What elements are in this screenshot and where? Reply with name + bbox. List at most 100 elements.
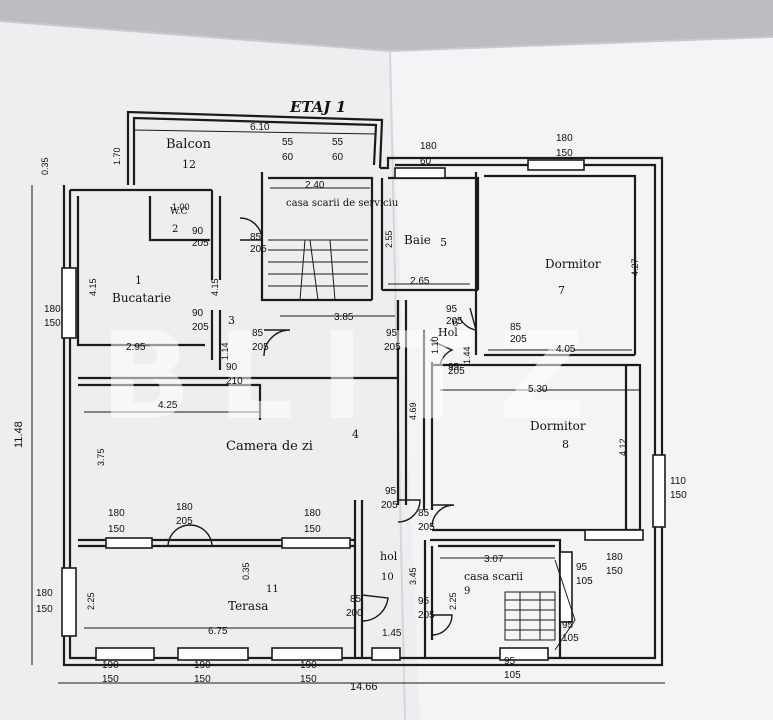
dimension-label: 205 [384,342,401,353]
dimension-label: 205 [446,316,463,327]
dimension-label: 205 [176,516,193,527]
room-number-bucatarie: 1 [135,274,142,287]
room-name-dormitor8: Dormitor [530,419,586,433]
dimension-label: 150 [670,490,687,501]
dimension-label: 55 [332,137,344,148]
room-number-casa-scarii: 9 [464,586,470,597]
dimension-label: 210 [226,376,243,387]
room-name-dormitor7: Dormitor [545,257,601,271]
dimension-label: 205 [252,342,269,353]
dimension-label: 150 [194,674,211,685]
dimension-label: 205 [418,522,435,533]
dimension-label: 180 [44,304,61,315]
dimension-label: 85 [418,508,430,519]
dimension-label: 2.25 [86,592,96,610]
dimension-label: 205 [510,334,527,345]
windows [61,159,666,661]
dimension-label: 95 [562,620,574,631]
dimension-label: 6.75 [208,626,228,637]
dimension-label: 11.48 [13,421,25,448]
dimension-label: 5.30 [528,384,548,395]
dimension-label: 85 [510,322,522,333]
dimension-label: 150 [556,148,573,159]
dimension-label: 95 [385,486,397,497]
room-number-hol3: 3 [228,314,235,327]
dimension-label: 1.70 [112,147,122,165]
dimension-label: 2.40 [305,180,325,191]
dimension-label: 180 [176,502,193,513]
room-number-dormitor8: 8 [562,438,569,451]
dimension-label: 2.95 [126,342,146,353]
room-number-baie: 5 [440,236,447,249]
dimension-label: 205 [250,244,267,255]
dimension-label: 180 [36,588,53,599]
dimension-label: 60 [282,152,294,163]
dimension-label: 190 [194,660,211,671]
stairs-main [504,559,576,651]
dimension-label: 95 [448,362,460,373]
dimension-label: 150 [108,524,125,535]
dimension-label: 4.25 [158,400,178,411]
dimension-label: 4.69 [408,402,418,420]
dimension-label: 150 [606,566,623,577]
dimension-label: 4.27 [630,258,640,276]
dimension-label: 150 [300,674,317,685]
dimension-label: 4.15 [210,278,220,296]
dimension-label: 105 [576,576,593,587]
dimension-label: 95 [446,304,458,315]
dimension-label: 1.00 [172,202,190,212]
room-name-camera-de-zi: Camera de zi [226,439,313,454]
dimension-label: 3.45 [408,567,418,585]
dimension-label: 4.05 [556,344,576,355]
dimension-label: 90 [226,362,238,373]
room-number-hol10: 10 [381,572,394,583]
room-name-hol6: Hol [438,326,458,339]
stairs-service [268,239,368,301]
dimension-labels: 6.100.351.70556055602.40180601801501.009… [13,122,687,693]
room-name-terasa: Terasa [228,599,268,613]
room-name-balcon: Balcon [166,137,212,152]
dimension-label: 180 [108,508,125,519]
dimension-label: 180 [304,508,321,519]
dimension-label: 95 [504,656,516,667]
dimension-label: 95 [418,596,430,607]
room-number-terasa: 11 [266,584,279,595]
dimension-label: 105 [504,670,521,681]
room-name-wc: W.C [170,207,188,217]
dimension-label: 85 [250,232,262,243]
dimension-label: 180 [606,552,623,563]
dimension-label: 2.25 [448,592,458,610]
dimension-label: 205 [192,238,209,249]
dimension-label: 0.35 [241,562,251,580]
dimension-label: 60 [332,152,344,163]
room-name-hol10: hol [380,550,398,563]
dimension-label: 85 [350,594,362,605]
dimension-lines [31,129,665,684]
room-number-dormitor7: 7 [558,284,565,297]
dimension-label: 95 [386,328,398,339]
plan-title: ETAJ 1 [289,98,346,116]
dimension-label: 14.66 [350,681,378,693]
room-number-hol6: 6 [452,318,458,329]
dimension-label: 205 [448,366,465,377]
dimension-label: 3.85 [334,312,354,323]
room-number-camera-de-zi: 4 [352,428,359,441]
dimension-label: 60 [420,156,432,167]
room-number-balcon: 12 [182,158,196,171]
dimension-label: 95 [576,562,588,573]
dimension-label: 1.44 [462,346,472,364]
dimension-label: 150 [36,604,53,615]
dimension-label: 105 [562,633,579,644]
watermark: BLITZ [100,308,611,447]
room-name-casa-scarii: casa scarii [464,570,524,583]
room-name-casa-scarii-serviciu: casa scarii de serviciu [286,198,399,209]
dimension-label: 110 [670,476,686,487]
dimension-label: 90 [192,308,204,319]
dimension-label: 190 [300,660,317,671]
dimension-label: 150 [102,674,119,685]
dimension-label: 1.10 [430,336,440,354]
dimension-label: 190 [102,660,119,671]
dimension-label: 6.10 [250,122,270,133]
dimension-label: 150 [304,524,321,535]
